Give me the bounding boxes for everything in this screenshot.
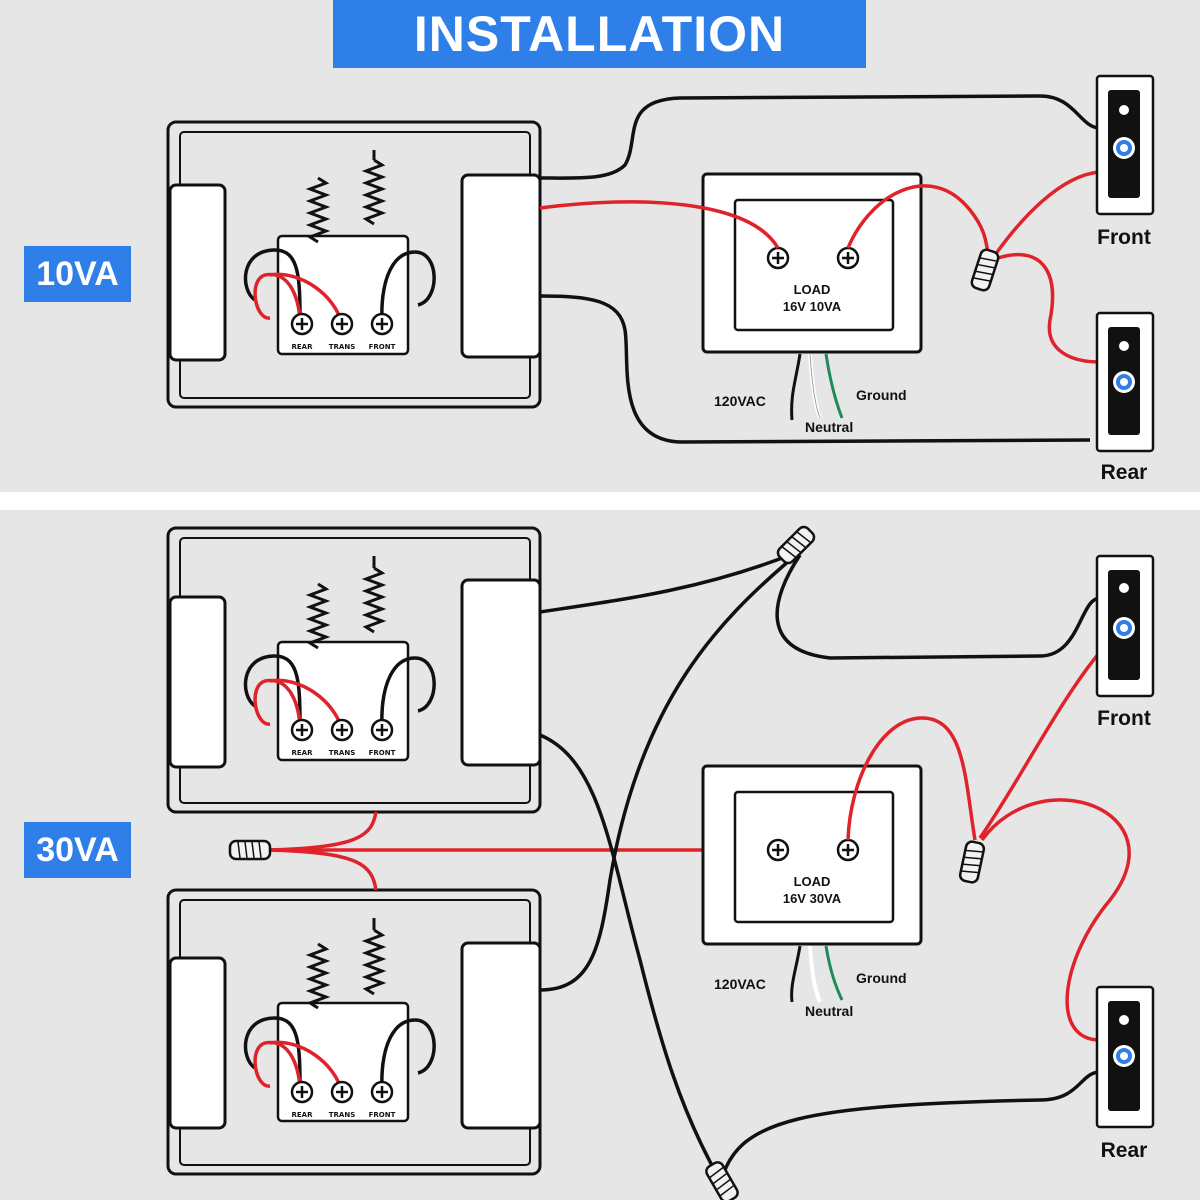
transformer-load-label: LOAD [794,874,831,889]
transformer: LOAD 16V 10VA [701,172,923,354]
terminal-front-label: FRONT [369,343,396,351]
terminal-rear-label: REAR [292,1111,314,1119]
wire-nut [774,523,818,567]
ac-line-label: 120VAC [714,976,766,992]
ac-neutral-label: Neutral [805,1003,853,1019]
wire-nut [702,1158,742,1200]
transformer: LOAD 16V 30VA [701,764,923,946]
transformer-rating-label: 16V 30VA [783,891,842,906]
terminal-rear-label: REAR [292,749,314,757]
doorbell-front [1095,74,1155,216]
chime-unit-1: REAR TRANS FRONT [166,526,542,814]
section-10va-label: 10VA [24,246,131,302]
wire-nut [957,839,987,885]
transformer-load-label: LOAD [794,282,831,297]
ac-ground-label: Ground [856,970,907,986]
transformer-rating-label: 16V 10VA [783,299,842,314]
chime-unit: REAR TRANS FRONT [166,120,542,409]
section-30va-label: 30VA [24,822,131,878]
terminal-trans-label: TRANS [329,1111,355,1119]
terminal-trans-label: TRANS [329,343,355,351]
terminal-trans-label: TRANS [329,749,355,757]
terminal-rear-label: REAR [292,343,314,351]
terminal-front-label: FRONT [369,749,396,757]
wire-nut [228,839,272,861]
doorbell-rear [1095,985,1155,1129]
terminal-front-label: FRONT [369,1111,396,1119]
rear-button-label: Rear [1101,1139,1148,1162]
ac-line-label: 120VAC [714,393,766,409]
ac-neutral-label: Neutral [805,419,853,435]
front-button-label: Front [1097,226,1151,249]
chime-unit-2: REAR TRANS FRONT [166,888,542,1176]
doorbell-front [1095,554,1155,698]
front-button-label: Front [1097,707,1151,730]
ac-ground-label: Ground [856,387,907,403]
wire-nut [969,246,1001,294]
installation-title: INSTALLATION [333,0,866,68]
doorbell-rear [1095,311,1155,453]
rear-button-label: Rear [1101,461,1148,484]
